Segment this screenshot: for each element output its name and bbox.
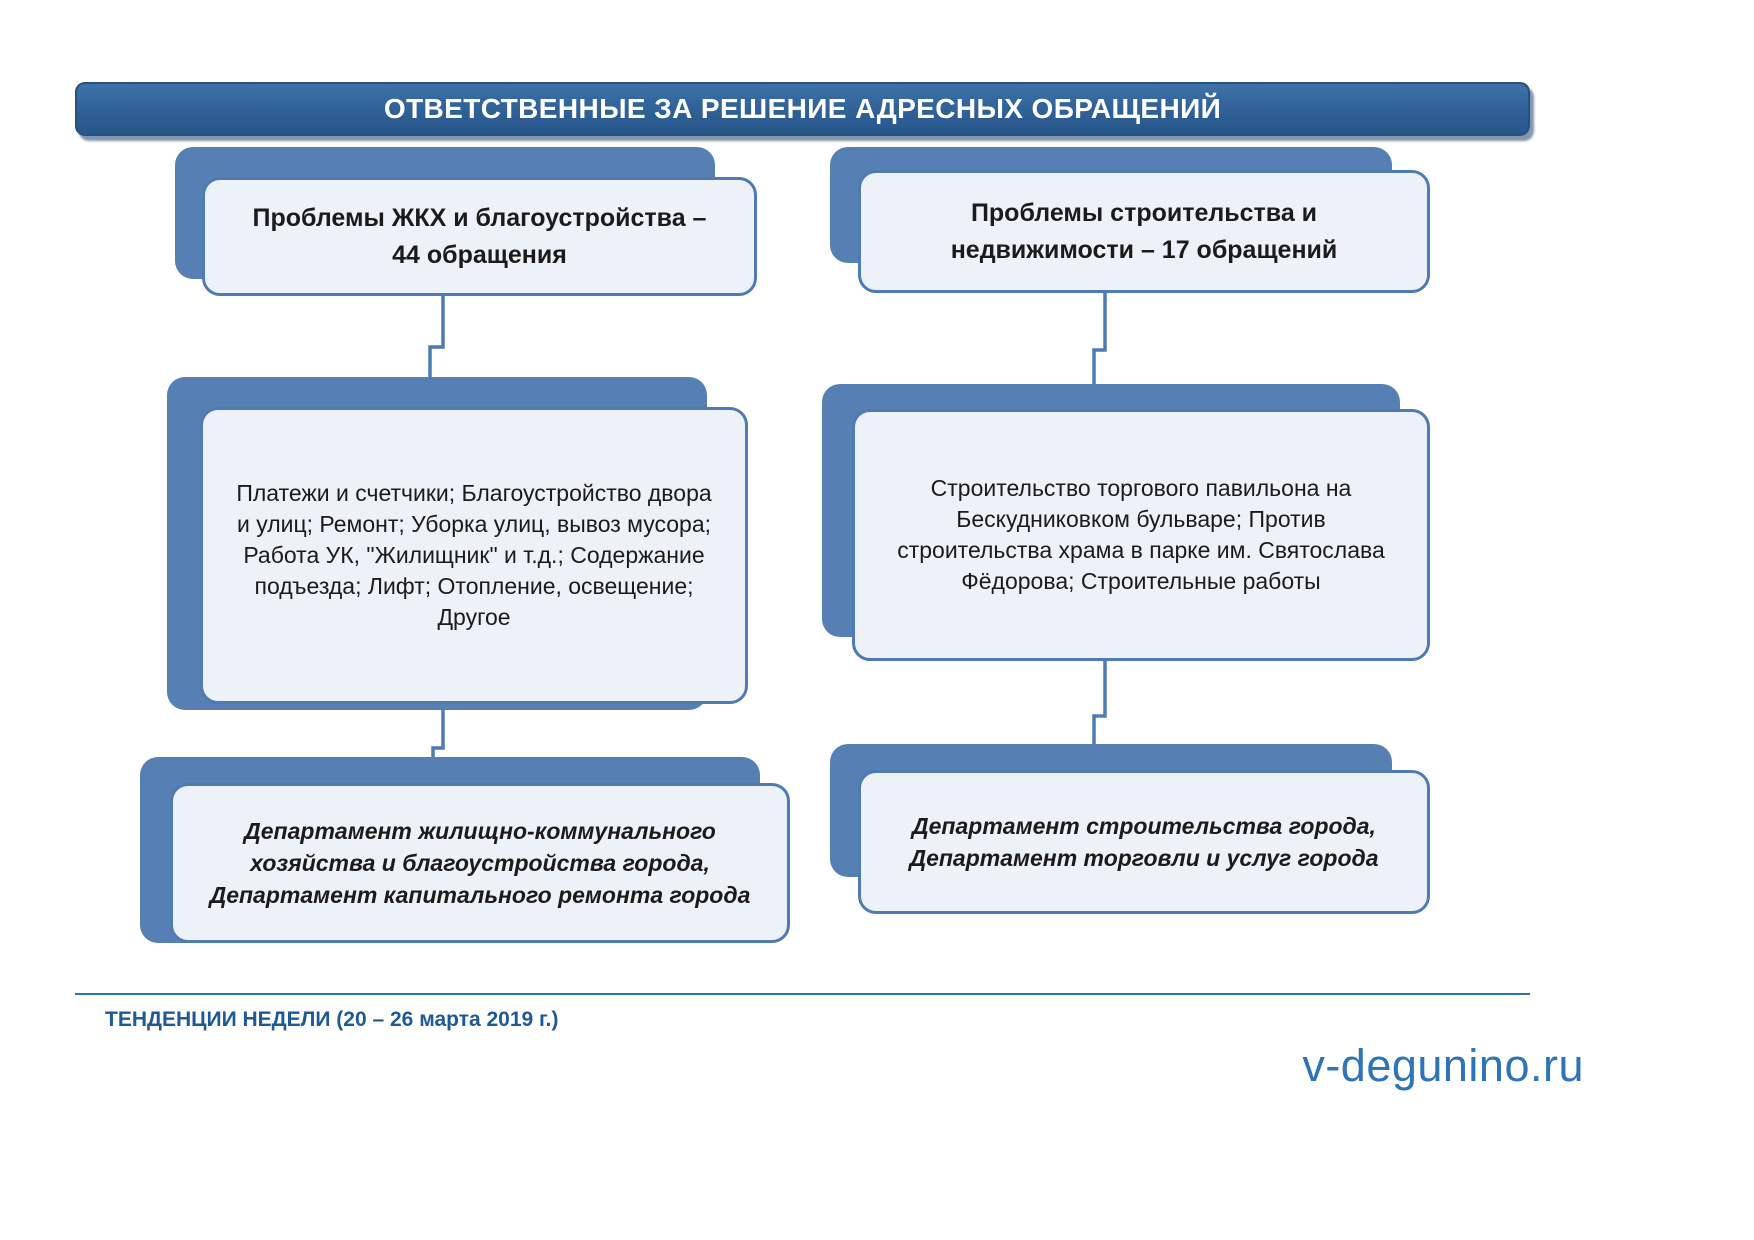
left-responsible-box: Департамент жилищно-коммунального хозяйс… <box>170 783 790 943</box>
footer-divider <box>75 993 1530 995</box>
right-details-text: Строительство торгового павильона на Бес… <box>897 474 1385 595</box>
right-details-box: Строительство торгового павильона на Бес… <box>852 409 1430 661</box>
footer-label: ТЕНДЕНЦИИ НЕДЕЛИ (20 – 26 марта 2019 г.) <box>105 1008 559 1031</box>
right-header-text: Проблемы строительства и недвижимости – … <box>950 199 1338 264</box>
left-header-box: Проблемы ЖКХ и благоустройства – 44 обра… <box>202 177 757 296</box>
connector-left-bottom <box>431 702 445 762</box>
left-details-text: Платежи и счетчики; Благоустройство двор… <box>236 479 712 631</box>
connector-left-top <box>428 294 445 382</box>
left-details-box: Платежи и счетчики; Благоустройство двор… <box>200 407 748 704</box>
page-title: ОТВЕТСТВЕННЫЕ ЗА РЕШЕНИЕ АДРЕСНЫХ ОБРАЩЕ… <box>383 93 1222 124</box>
site-watermark: v-degunino.ru <box>1302 1040 1584 1091</box>
right-header-box: Проблемы строительства и недвижимости – … <box>858 170 1430 293</box>
left-responsible-text: Департамент жилищно-коммунального хозяйс… <box>209 817 751 909</box>
left-header-text: Проблемы ЖКХ и благоустройства – 44 обра… <box>252 204 707 269</box>
title-banner: ОТВЕТСТВЕННЫЕ ЗА РЕШЕНИЕ АДРЕСНЫХ ОБРАЩЕ… <box>75 82 1530 136</box>
connector-right-bottom <box>1092 660 1107 750</box>
connector-right-top <box>1092 292 1107 390</box>
right-responsible-box: Департамент строительства города, Департ… <box>858 770 1430 914</box>
right-responsible-text: Департамент строительства города, Департ… <box>909 812 1379 871</box>
